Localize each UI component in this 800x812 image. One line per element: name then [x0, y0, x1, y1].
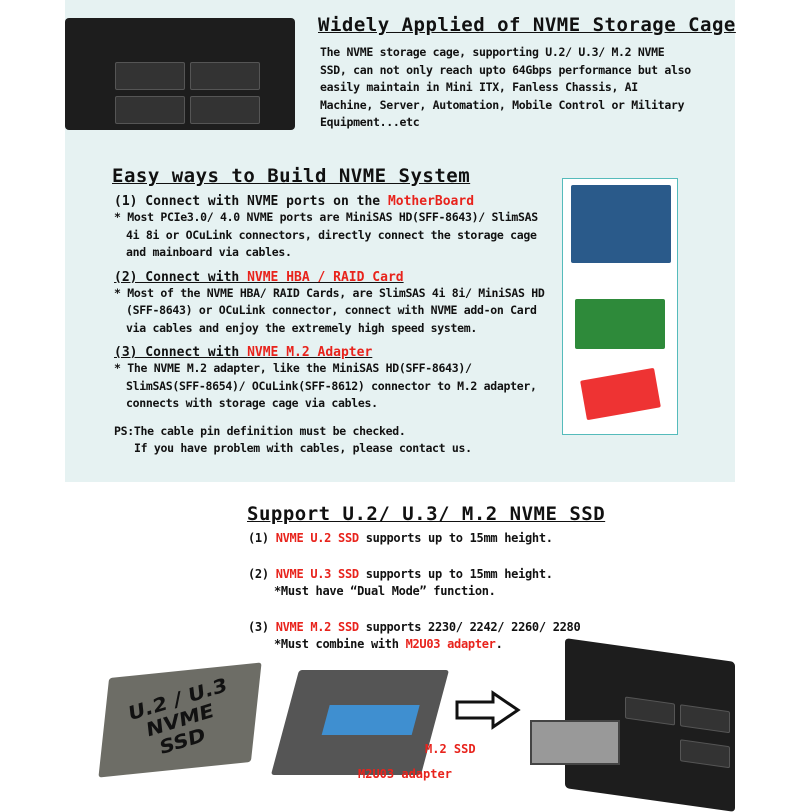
item-text: supports up to 15mm height. [358, 531, 553, 545]
adapter-label: M2U03 adapter [358, 767, 452, 781]
support-item: (3) NVME M.2 SSD supports 2230/ 2242/ 22… [248, 619, 581, 654]
item-name: NVME U.2 SSD [275, 531, 359, 545]
drive-tray-image [530, 720, 620, 765]
build-item: (1) Connect with NVME ports on the Mothe… [114, 194, 554, 262]
header-body: The NVME storage cage, supporting U.2/ U… [320, 45, 691, 129]
u2-ssd-image: U.2 / U.3 NVME SSD [98, 662, 262, 778]
build-list: (1) Connect with NVME ports on the Mothe… [114, 194, 554, 458]
item-num: (2) [248, 566, 276, 581]
build-item: (3) Connect with NVME M.2 Adapter * The … [114, 345, 554, 413]
storage-cage-image [65, 18, 295, 130]
ps-line-2: If you have problem with cables, please … [134, 441, 472, 455]
item-highlight: NVME M.2 Adapter [247, 345, 373, 360]
support-item: (2) NVME U.3 SSD supports up to 15mm hei… [248, 566, 580, 601]
ps-line-1: PS:The cable pin definition must be chec… [114, 423, 406, 438]
support-item: (1) NVME U.2 SSD supports up to 15mm hei… [248, 530, 580, 548]
raid-card-image [575, 299, 665, 349]
item-note: *Must combine with [274, 637, 406, 651]
header-title: Widely Applied of NVME Storage Cage [318, 14, 736, 36]
item-note: *Must have “Dual Mode” function. [274, 584, 496, 598]
item-num: (1) [248, 531, 276, 545]
item-highlight: MotherBoard [387, 194, 475, 209]
item-prefix: (1) Connect with NVME ports on the [114, 194, 388, 209]
support-list: (1) NVME U.2 SSD supports up to 15mm hei… [248, 530, 581, 654]
item-text: * Most of the NVME HBA/ RAID Cards, are … [114, 285, 545, 335]
item-highlight: NVME HBA / RAID Card [247, 269, 404, 285]
item-text: supports up to 15mm height. [358, 566, 553, 581]
item-prefix: (2) Connect with [114, 269, 248, 285]
item-note-end: . [495, 637, 503, 651]
item-num: (3) [248, 619, 276, 634]
item-note-highlight: M2U03 adapter [405, 637, 496, 651]
motherboard-image [571, 185, 671, 263]
item-text: * The NVME M.2 adapter, like the MiniSAS… [114, 361, 537, 410]
support-title: Support U.2/ U.3/ M.2 NVME SSD [247, 503, 606, 525]
item-prefix: (3) Connect with [114, 345, 248, 360]
item-name: NVME U.3 SSD [275, 566, 359, 581]
m2-adapter-image [580, 367, 661, 421]
item-text: * Most PCIe3.0/ 4.0 NVME ports are MiniS… [114, 210, 538, 259]
build-item: (2) Connect with NVME HBA / RAID Card * … [114, 270, 554, 338]
build-title: Easy ways to Build NVME System [112, 165, 471, 187]
hardware-images-box [562, 178, 678, 435]
item-name: NVME M.2 SSD [275, 619, 359, 634]
m2u03-adapter-image [270, 670, 450, 775]
m2-ssd-label: M.2 SSD [425, 742, 476, 756]
arrow-right-icon [455, 690, 521, 734]
ssd-label: U.2 / U.3 NVME SSD [127, 672, 229, 760]
item-text: supports 2230/ 2242/ 2260/ 2280 [358, 619, 581, 634]
